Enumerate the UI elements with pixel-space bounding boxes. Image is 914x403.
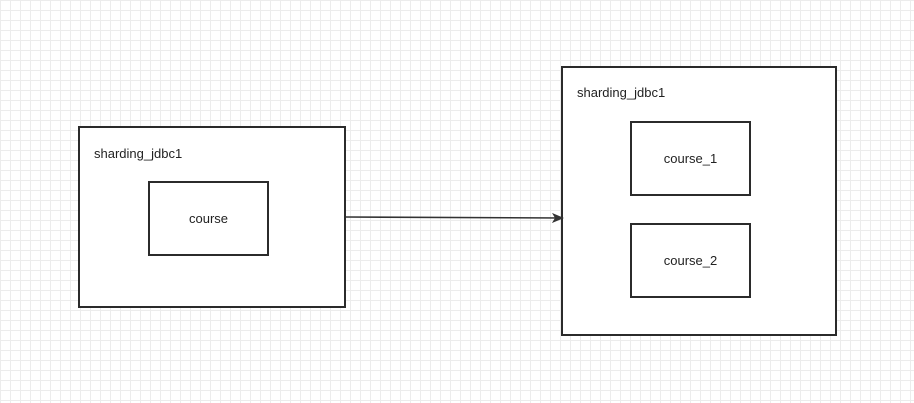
arrow-line [345,212,564,223]
table-course-1-label: course_1 [663,151,718,166]
table-course-2-label: course_2 [663,253,718,268]
table-course-2-box: course_2 [630,223,751,298]
table-course-box: course [148,181,269,256]
target-database-label: sharding_jdbc1 [577,85,666,100]
table-course-label: course [188,211,229,226]
source-database-label: sharding_jdbc1 [94,146,183,161]
target-database-box: sharding_jdbc1 course_1 course_2 [561,66,837,336]
table-course-1-box: course_1 [630,121,751,196]
source-database-box: sharding_jdbc1 course [78,126,346,308]
